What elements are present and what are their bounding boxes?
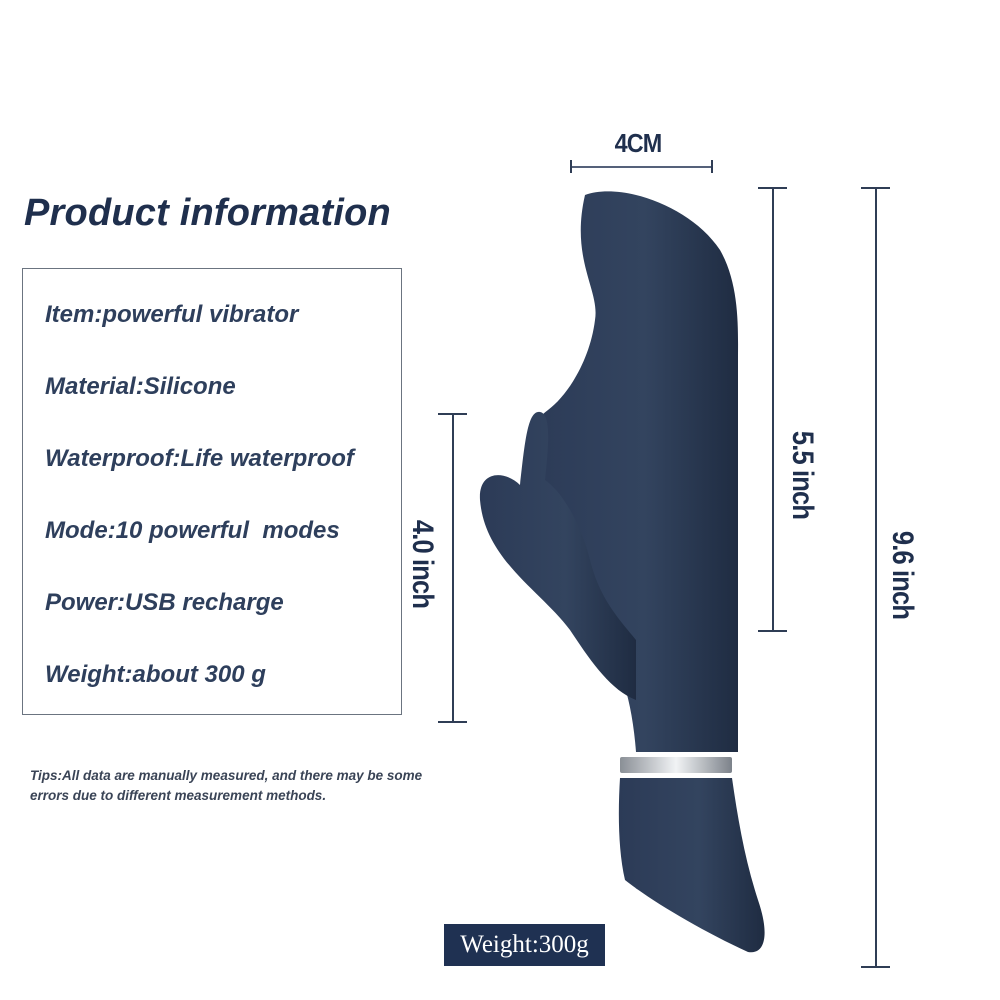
shaft-dimension-cap-top	[758, 187, 787, 189]
total-dimension-cap-top	[861, 187, 890, 189]
shaft-dimension-cap-bottom	[758, 630, 787, 632]
width-dimension-cap-right	[711, 160, 713, 173]
product-silhouette	[479, 191, 765, 953]
arm-dimension-label: 4.0 inch	[406, 519, 439, 609]
product-info-box: Item:powerful vibrator Material:Silicone…	[22, 268, 402, 715]
shaft-dimension-line	[772, 188, 774, 631]
arm-dimension-cap-bottom	[438, 721, 467, 723]
weight-badge: Weight:300g	[444, 924, 605, 966]
info-row-mode: Mode:10 powerful modes	[45, 517, 340, 544]
arm-dimension-line	[452, 414, 454, 722]
width-dimension-label: 4CM	[614, 128, 663, 158]
info-row-waterproof: Waterproof:Life waterproof	[45, 445, 354, 472]
info-row-power: Power:USB recharge	[45, 589, 284, 616]
measurement-tips: Tips:All data are manually measured, and…	[30, 768, 423, 803]
page-title: Product information	[24, 192, 391, 234]
total-dimension-line	[875, 188, 877, 967]
total-dimension-cap-bottom	[861, 966, 890, 968]
shaft-dimension-label: 5.5 inch	[786, 430, 819, 520]
info-row-weight: Weight:about 300 g	[45, 661, 266, 688]
width-dimension-cap-left	[570, 160, 572, 173]
info-row-material: Material:Silicone	[45, 373, 236, 400]
total-dimension-label: 9.6 inch	[886, 530, 919, 620]
info-row-item: Item:powerful vibrator	[45, 301, 299, 328]
arm-dimension-cap-top	[438, 413, 467, 415]
width-dimension-line	[570, 166, 712, 168]
